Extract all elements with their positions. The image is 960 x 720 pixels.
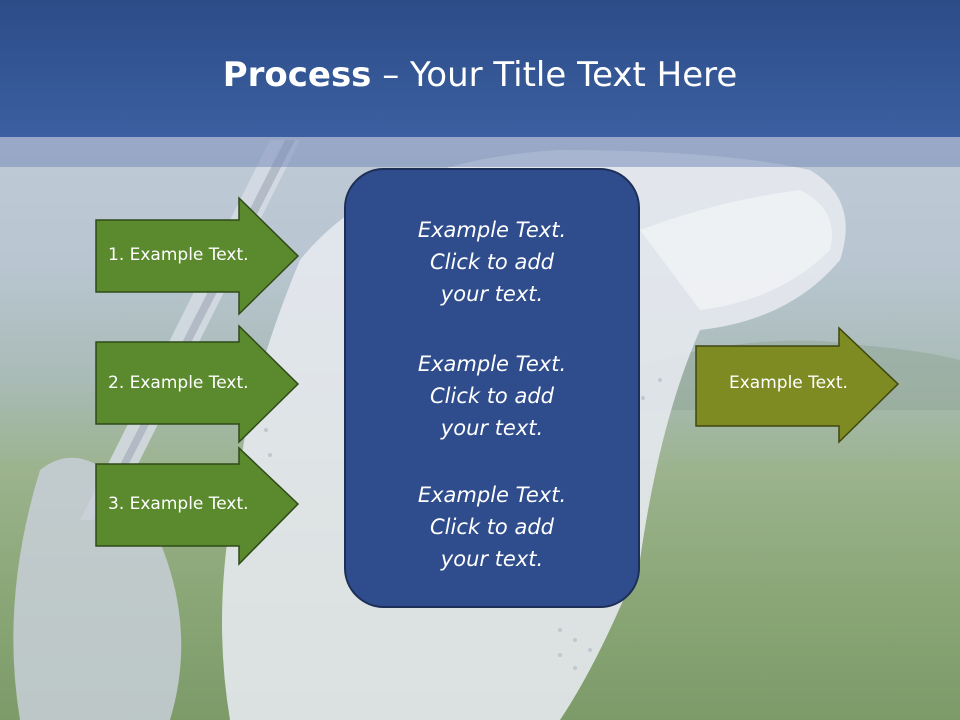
center-text-block-2: Example Text. Click to add your text. — [346, 348, 638, 444]
process-step-label: 3. Example Text. — [108, 494, 249, 514]
center-text-line: Click to add — [429, 250, 554, 274]
arrow-shape — [695, 326, 900, 444]
center-text-block-3: Example Text. Click to add your text. — [346, 479, 638, 575]
process-step-label: 2. Example Text. — [108, 373, 249, 393]
title-bold-part: Process — [222, 55, 372, 95]
center-text-line: Click to add — [429, 384, 554, 408]
process-result-arrow[interactable]: Example Text. — [695, 326, 900, 444]
arrow-shape — [95, 324, 300, 444]
process-step-arrow-1[interactable]: 1. Example Text. — [95, 196, 300, 316]
process-step-label: 1. Example Text. — [108, 245, 249, 265]
process-result-label: Example Text. — [729, 373, 848, 393]
center-text-line: your text. — [440, 282, 544, 306]
arrow-shape — [95, 446, 300, 566]
arrow-shape — [95, 196, 300, 316]
center-text-line: Example Text. — [417, 352, 567, 376]
process-step-arrow-2[interactable]: 2. Example Text. — [95, 324, 300, 444]
center-text-line: your text. — [440, 547, 544, 571]
title-rest-part: – Your Title Text Here — [371, 55, 738, 95]
process-step-arrow-3[interactable]: 3. Example Text. — [95, 446, 300, 566]
slide-title: Process – Your Title Text Here — [0, 52, 960, 98]
center-text-block-1: Example Text. Click to add your text. — [346, 214, 638, 310]
process-center-box[interactable]: Example Text. Click to add your text. Ex… — [344, 168, 640, 608]
center-text-line: Example Text. — [417, 483, 567, 507]
title-bar — [0, 0, 960, 137]
title-bar-shadow-band — [0, 137, 960, 167]
center-text-line: Click to add — [429, 515, 554, 539]
center-text-line: your text. — [440, 416, 544, 440]
center-text-line: Example Text. — [417, 218, 567, 242]
